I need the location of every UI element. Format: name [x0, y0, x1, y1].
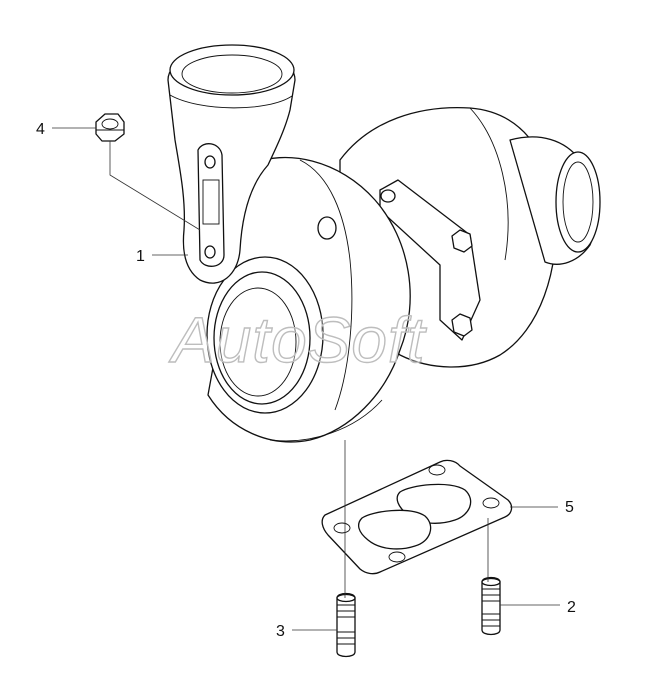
- elbow-pipe: [167, 44, 296, 284]
- callout-3: 3: [276, 623, 285, 640]
- gasket: [321, 459, 513, 575]
- callout-4: 4: [36, 121, 45, 138]
- stud-2: [481, 576, 501, 636]
- watermark: AutoSoft: [168, 304, 427, 376]
- callout-5: 5: [565, 499, 574, 516]
- compressor-housing: [206, 156, 411, 443]
- stud-3: [336, 592, 356, 658]
- callout-1: 1: [136, 248, 145, 265]
- leader-lines: [52, 127, 560, 631]
- nut-4: [95, 113, 125, 142]
- callout-2: 2: [567, 599, 576, 616]
